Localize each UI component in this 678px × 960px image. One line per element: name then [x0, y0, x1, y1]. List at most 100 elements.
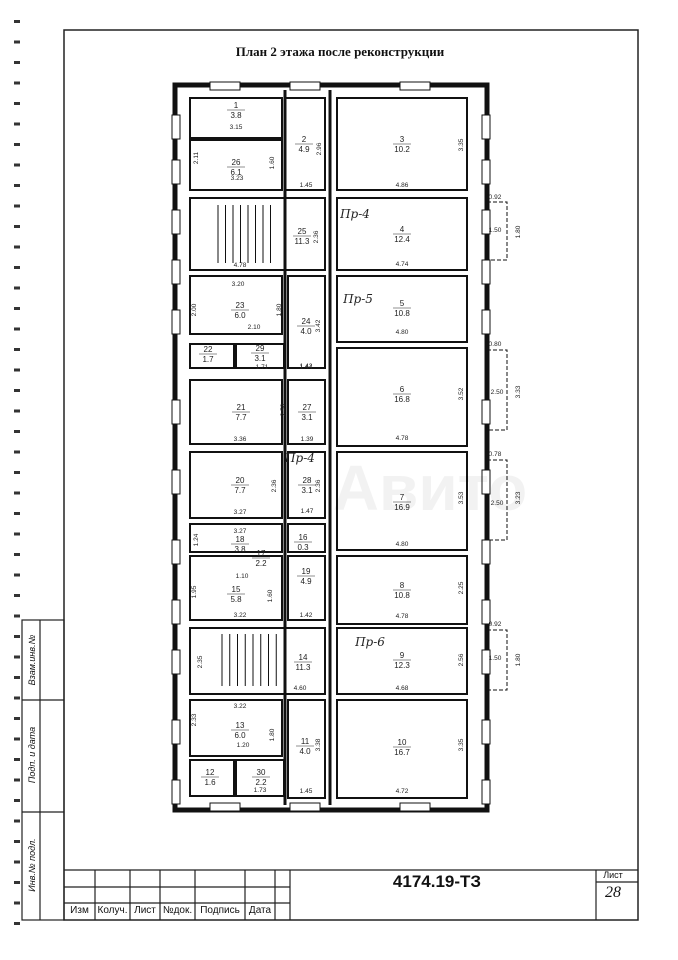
binding-hole	[14, 840, 20, 843]
dimension-label: 1.10	[236, 573, 249, 580]
handwritten-annotation: Пр-6	[354, 635, 385, 649]
annotations: Пр-4Пр-5Пр-4Пр-6	[284, 207, 385, 649]
room-outline	[287, 379, 326, 445]
window	[171, 719, 181, 745]
binding-hole	[14, 81, 20, 85]
dimension-label: 3.52	[458, 387, 465, 400]
binding-hole	[14, 676, 20, 679]
binding-hole	[14, 491, 20, 495]
dimension-label: 1.73	[254, 787, 267, 794]
room-area: 4.9	[300, 577, 312, 586]
room-area: 0.3	[297, 543, 309, 552]
window	[481, 159, 491, 185]
room-number: 25	[298, 227, 307, 236]
binding-hole	[14, 409, 20, 413]
binding-hole	[14, 204, 20, 208]
outer-frame	[63, 29, 639, 921]
dimension-label: 1.44	[300, 364, 313, 371]
binding-hole	[14, 614, 20, 618]
room-outline	[287, 523, 326, 553]
room-outline	[189, 523, 283, 553]
binding-hole	[14, 368, 20, 372]
binding-hole	[14, 553, 20, 556]
room-number: 20	[236, 476, 245, 485]
window	[171, 539, 181, 565]
room-outline	[189, 699, 283, 757]
dimension-label: 2.58	[280, 403, 287, 416]
room-outline	[189, 759, 235, 797]
dimension-label: 4.78	[396, 613, 409, 620]
window	[171, 469, 181, 495]
binding-hole	[14, 901, 20, 905]
room-area: 6.1	[230, 168, 242, 177]
window	[481, 209, 491, 235]
watermark: Авито	[333, 452, 528, 524]
window	[481, 599, 491, 625]
room-area: 6.0	[234, 311, 246, 320]
dimension-label: 3.38	[315, 738, 322, 751]
outer-wall	[172, 82, 490, 813]
side-label-inv-podl: Инв.№ подл.	[27, 838, 37, 892]
stamp-header-podpis: Подпись	[200, 905, 240, 916]
binding-hole	[14, 819, 20, 823]
room-area: 7.7	[235, 413, 247, 422]
dimension-label: 0.78	[489, 451, 502, 458]
room-area: 4.0	[300, 327, 312, 336]
room-outline	[287, 451, 326, 519]
handwritten-annotation: Пр-4	[284, 451, 315, 465]
room-number: 8	[400, 581, 405, 590]
binding-hole	[14, 573, 20, 577]
dimension-label: 3.35	[458, 138, 465, 151]
binding-hole	[14, 635, 20, 638]
window	[171, 779, 181, 805]
binding-hole	[14, 430, 20, 433]
binding-hole	[14, 163, 20, 167]
dimension-label: 2.11	[193, 152, 200, 165]
room-number: 16	[299, 533, 308, 542]
room-number: 22	[204, 345, 213, 354]
dimension-label: 3.22	[234, 703, 247, 710]
dimension-label: 1.45	[300, 182, 313, 189]
room-outline	[189, 97, 283, 139]
binding-hole	[14, 266, 20, 269]
dimension-label: 3.42	[315, 319, 322, 332]
dimension-label: 4.74	[396, 261, 409, 268]
binding-hole	[14, 450, 20, 454]
room-outline	[336, 97, 468, 191]
dimension-label: 4.86	[396, 182, 409, 189]
dimension-label: 1.50	[489, 227, 502, 234]
room-number: 24	[302, 317, 311, 326]
binding-hole	[14, 532, 20, 536]
room-number: 3	[400, 135, 405, 144]
stamp-header-izm: Изм	[70, 905, 89, 916]
room-area: 10.8	[394, 309, 410, 318]
binding-hole	[14, 286, 20, 290]
room-outline	[336, 627, 468, 695]
dimension-label: 4.80	[396, 541, 409, 548]
document-code: 4174.19-ТЗ	[392, 872, 482, 891]
room-number: 23	[236, 301, 245, 310]
binding-hole	[14, 881, 20, 884]
stamp-header-ndok: №док.	[162, 905, 193, 916]
window	[209, 81, 241, 91]
binding-hole	[14, 225, 20, 228]
window	[481, 779, 491, 805]
binding-hole	[14, 245, 20, 249]
room-outline	[235, 759, 285, 797]
binding-hole	[14, 758, 20, 761]
binding-hole	[14, 40, 20, 44]
window	[481, 399, 491, 425]
room-area: 1.6	[204, 778, 216, 787]
binding-hole	[14, 717, 20, 720]
binding-hole	[14, 655, 20, 659]
dimension-label: 3.27	[234, 509, 247, 516]
binding-hole	[14, 327, 20, 331]
room-area: 4.0	[299, 747, 311, 756]
binding-hole	[14, 512, 20, 515]
dimension-label: 1.60	[267, 589, 274, 602]
window	[481, 469, 491, 495]
room-number: 6	[400, 385, 405, 394]
room-area: 10.2	[394, 145, 410, 154]
dimension-label: 4.60	[294, 685, 307, 692]
room-area: 3.8	[230, 111, 242, 120]
